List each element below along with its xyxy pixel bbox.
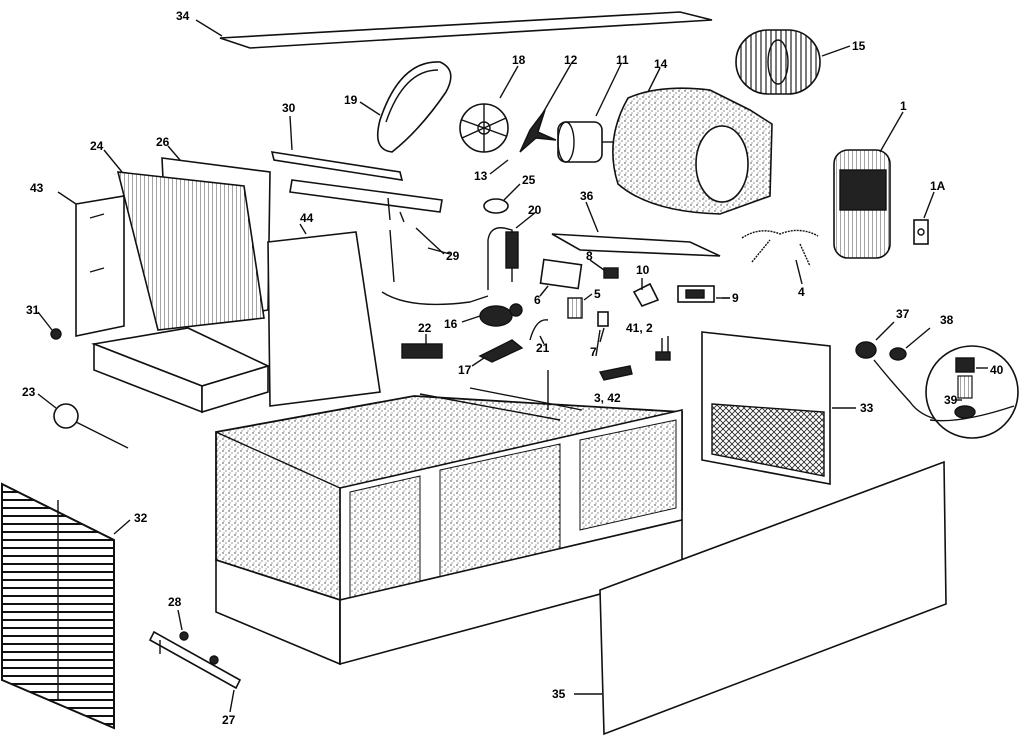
callout-9: 9 bbox=[732, 291, 739, 305]
callout-28: 28 bbox=[168, 595, 182, 609]
callout-35: 35 bbox=[552, 687, 566, 701]
callout-17: 17 bbox=[458, 363, 472, 377]
evaporator-coil-part bbox=[103, 145, 271, 331]
thermostat-part bbox=[677, 285, 730, 303]
callout-41-2: 41, 2 bbox=[626, 321, 653, 335]
hose-part bbox=[381, 229, 489, 306]
callout-13: 13 bbox=[474, 169, 488, 183]
cabinet-base-part bbox=[215, 370, 683, 666]
belt-part bbox=[359, 61, 452, 153]
callout-33: 33 bbox=[860, 401, 874, 415]
callout-15: 15 bbox=[852, 39, 866, 53]
blower-wheel-part bbox=[735, 29, 851, 95]
switch-part bbox=[632, 278, 660, 307]
callout-26: 26 bbox=[156, 135, 170, 149]
callout-21: 21 bbox=[536, 341, 550, 355]
callout-37: 37 bbox=[896, 307, 910, 321]
cap-small-part bbox=[483, 183, 521, 214]
callout-44: 44 bbox=[300, 211, 314, 225]
callout-29: 29 bbox=[446, 249, 460, 263]
callout-31: 31 bbox=[26, 303, 40, 317]
thermostat-bulb-part bbox=[655, 336, 671, 361]
side-panel-left-part bbox=[57, 191, 125, 337]
callout-43: 43 bbox=[30, 181, 44, 195]
callout-6: 6 bbox=[534, 293, 541, 307]
callout-18: 18 bbox=[512, 53, 526, 67]
callout-30: 30 bbox=[282, 101, 296, 115]
callout-10: 10 bbox=[636, 263, 650, 277]
callout-14: 14 bbox=[654, 57, 668, 71]
terminal-block-part bbox=[401, 334, 443, 359]
terminal-part bbox=[913, 191, 935, 245]
callout-20: 20 bbox=[528, 203, 542, 217]
front-grille-part bbox=[0, 482, 131, 730]
blower-housing-part bbox=[612, 67, 773, 215]
callout-1: 1 bbox=[900, 99, 907, 113]
control-box-part bbox=[539, 258, 583, 297]
fastener-part bbox=[598, 365, 633, 381]
callout-39: 39 bbox=[944, 393, 958, 407]
callout-36: 36 bbox=[580, 189, 594, 203]
callout-34: 34 bbox=[176, 9, 190, 23]
callout-40: 40 bbox=[990, 363, 1004, 377]
callout-25: 25 bbox=[522, 173, 536, 187]
rear-panel-part bbox=[701, 331, 856, 485]
callout-16: 16 bbox=[444, 317, 458, 331]
drain-pan-part bbox=[91, 327, 271, 414]
valve-assembly-part bbox=[855, 321, 941, 421]
pulley-part bbox=[459, 65, 519, 153]
callout-38: 38 bbox=[940, 313, 954, 327]
clip-part bbox=[597, 311, 609, 343]
tube-part bbox=[487, 211, 537, 290]
detail-inset-part bbox=[925, 345, 1019, 439]
callout-22: 22 bbox=[418, 321, 432, 335]
float-part bbox=[37, 393, 129, 449]
callout-4: 4 bbox=[798, 285, 805, 299]
bracket-part bbox=[270, 115, 404, 181]
pipe-part bbox=[529, 319, 549, 345]
callout-3-42: 3, 42 bbox=[594, 391, 621, 405]
callout-11: 11 bbox=[616, 53, 629, 67]
heater-wire-part bbox=[741, 229, 819, 285]
callout-7: 7 bbox=[590, 345, 597, 359]
motor-part bbox=[557, 63, 622, 163]
compressor-part bbox=[833, 111, 904, 259]
callout-labels: 34 19 18 12 11 14 15 1 1A 30 26 24 43 44… bbox=[22, 9, 1004, 727]
callout-1a: 1A bbox=[930, 179, 946, 193]
knob-part bbox=[37, 311, 62, 340]
leader-13 bbox=[489, 159, 509, 175]
shelf-part bbox=[551, 201, 721, 257]
small-fan-part bbox=[519, 63, 572, 153]
callout-12: 12 bbox=[564, 53, 578, 67]
callout-23: 23 bbox=[22, 385, 36, 399]
bracket-small-part bbox=[471, 339, 524, 367]
valve-part bbox=[461, 303, 523, 327]
top-cover-part bbox=[195, 11, 713, 49]
capacitor-part bbox=[567, 293, 593, 319]
callout-24: 24 bbox=[90, 139, 104, 153]
callout-32: 32 bbox=[134, 511, 148, 525]
callout-5: 5 bbox=[594, 287, 601, 301]
callout-19: 19 bbox=[344, 93, 358, 107]
callout-8: 8 bbox=[586, 249, 593, 263]
side-panel-large-part bbox=[574, 460, 947, 736]
drain-bar-part bbox=[289, 179, 445, 255]
relay-part bbox=[589, 259, 619, 279]
mounting-bracket-part bbox=[148, 609, 242, 713]
callout-27: 27 bbox=[222, 713, 236, 727]
leader-lines bbox=[427, 247, 730, 357]
partition-panel-part bbox=[267, 223, 381, 407]
